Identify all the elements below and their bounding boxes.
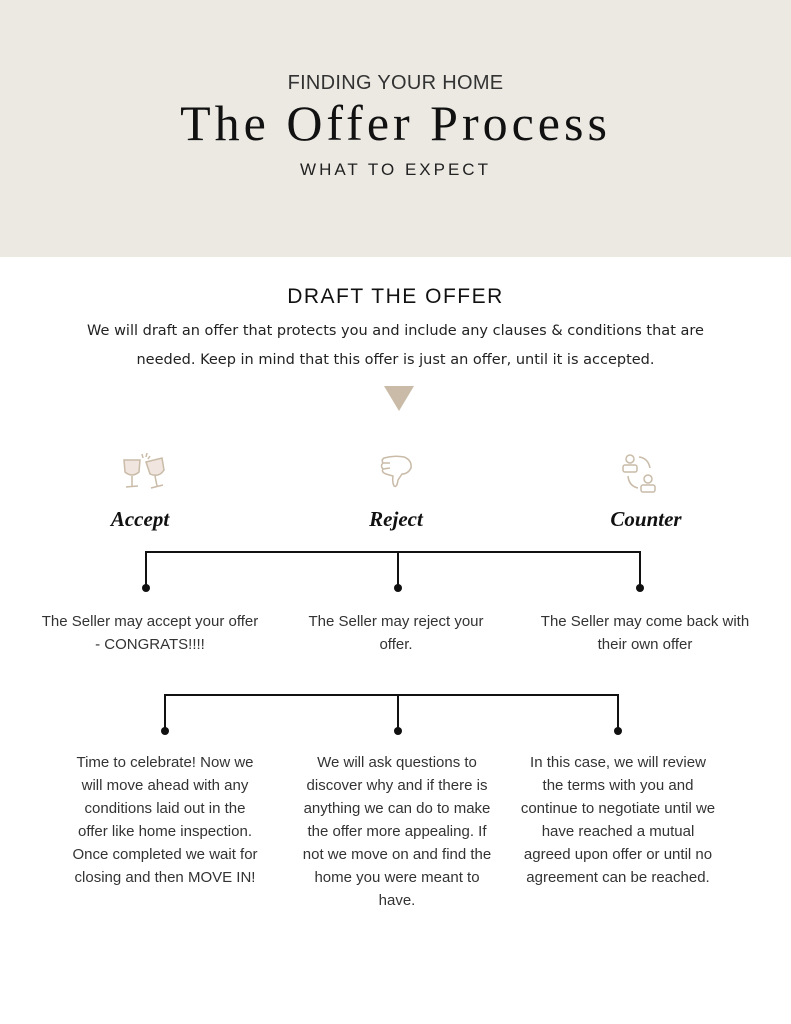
draft-text: We will draft an offer that protects you… bbox=[87, 323, 704, 368]
kicker: FINDING YOUR HOME bbox=[287, 72, 504, 94]
header-band bbox=[0, 0, 791, 257]
accept-summary: The Seller may accept your offer - CONGR… bbox=[41, 613, 259, 653]
reject-summary: The Seller may reject your offer. bbox=[308, 613, 484, 653]
counter-summary: The Seller may come back with their own … bbox=[540, 613, 750, 653]
connector-line bbox=[397, 694, 399, 731]
connector-line bbox=[397, 551, 399, 588]
exchange-people-icon bbox=[622, 454, 656, 493]
connector-dot bbox=[161, 727, 169, 735]
connector-line bbox=[145, 551, 147, 588]
subtitle: WHAT TO EXPECT bbox=[300, 160, 491, 179]
option-accept: Accept bbox=[110, 507, 170, 531]
connector-line bbox=[617, 694, 619, 731]
cheers-glasses-icon bbox=[123, 452, 165, 489]
connector-dot bbox=[394, 584, 402, 592]
connector-dot bbox=[394, 727, 402, 735]
draft-heading: DRAFT THE OFFER bbox=[287, 285, 504, 308]
connector-dot bbox=[614, 727, 622, 735]
connector-dot bbox=[636, 584, 644, 592]
page-title: The Offer Process bbox=[180, 95, 611, 151]
reject-detail: We will ask questions to discover why an… bbox=[302, 754, 492, 909]
thumbs-down-icon bbox=[380, 455, 412, 488]
connector-line bbox=[639, 551, 641, 588]
connector-top bbox=[145, 551, 641, 553]
accept-detail: Time to celebrate! Now we will move ahea… bbox=[72, 754, 258, 886]
down-arrow-icon bbox=[384, 386, 414, 411]
connector-dot bbox=[142, 584, 150, 592]
connector-line bbox=[164, 694, 166, 731]
connector-bottom bbox=[164, 694, 619, 696]
counter-detail: In this case, we will review the terms w… bbox=[520, 754, 716, 886]
option-reject: Reject bbox=[369, 507, 423, 531]
option-counter: Counter bbox=[610, 507, 682, 531]
